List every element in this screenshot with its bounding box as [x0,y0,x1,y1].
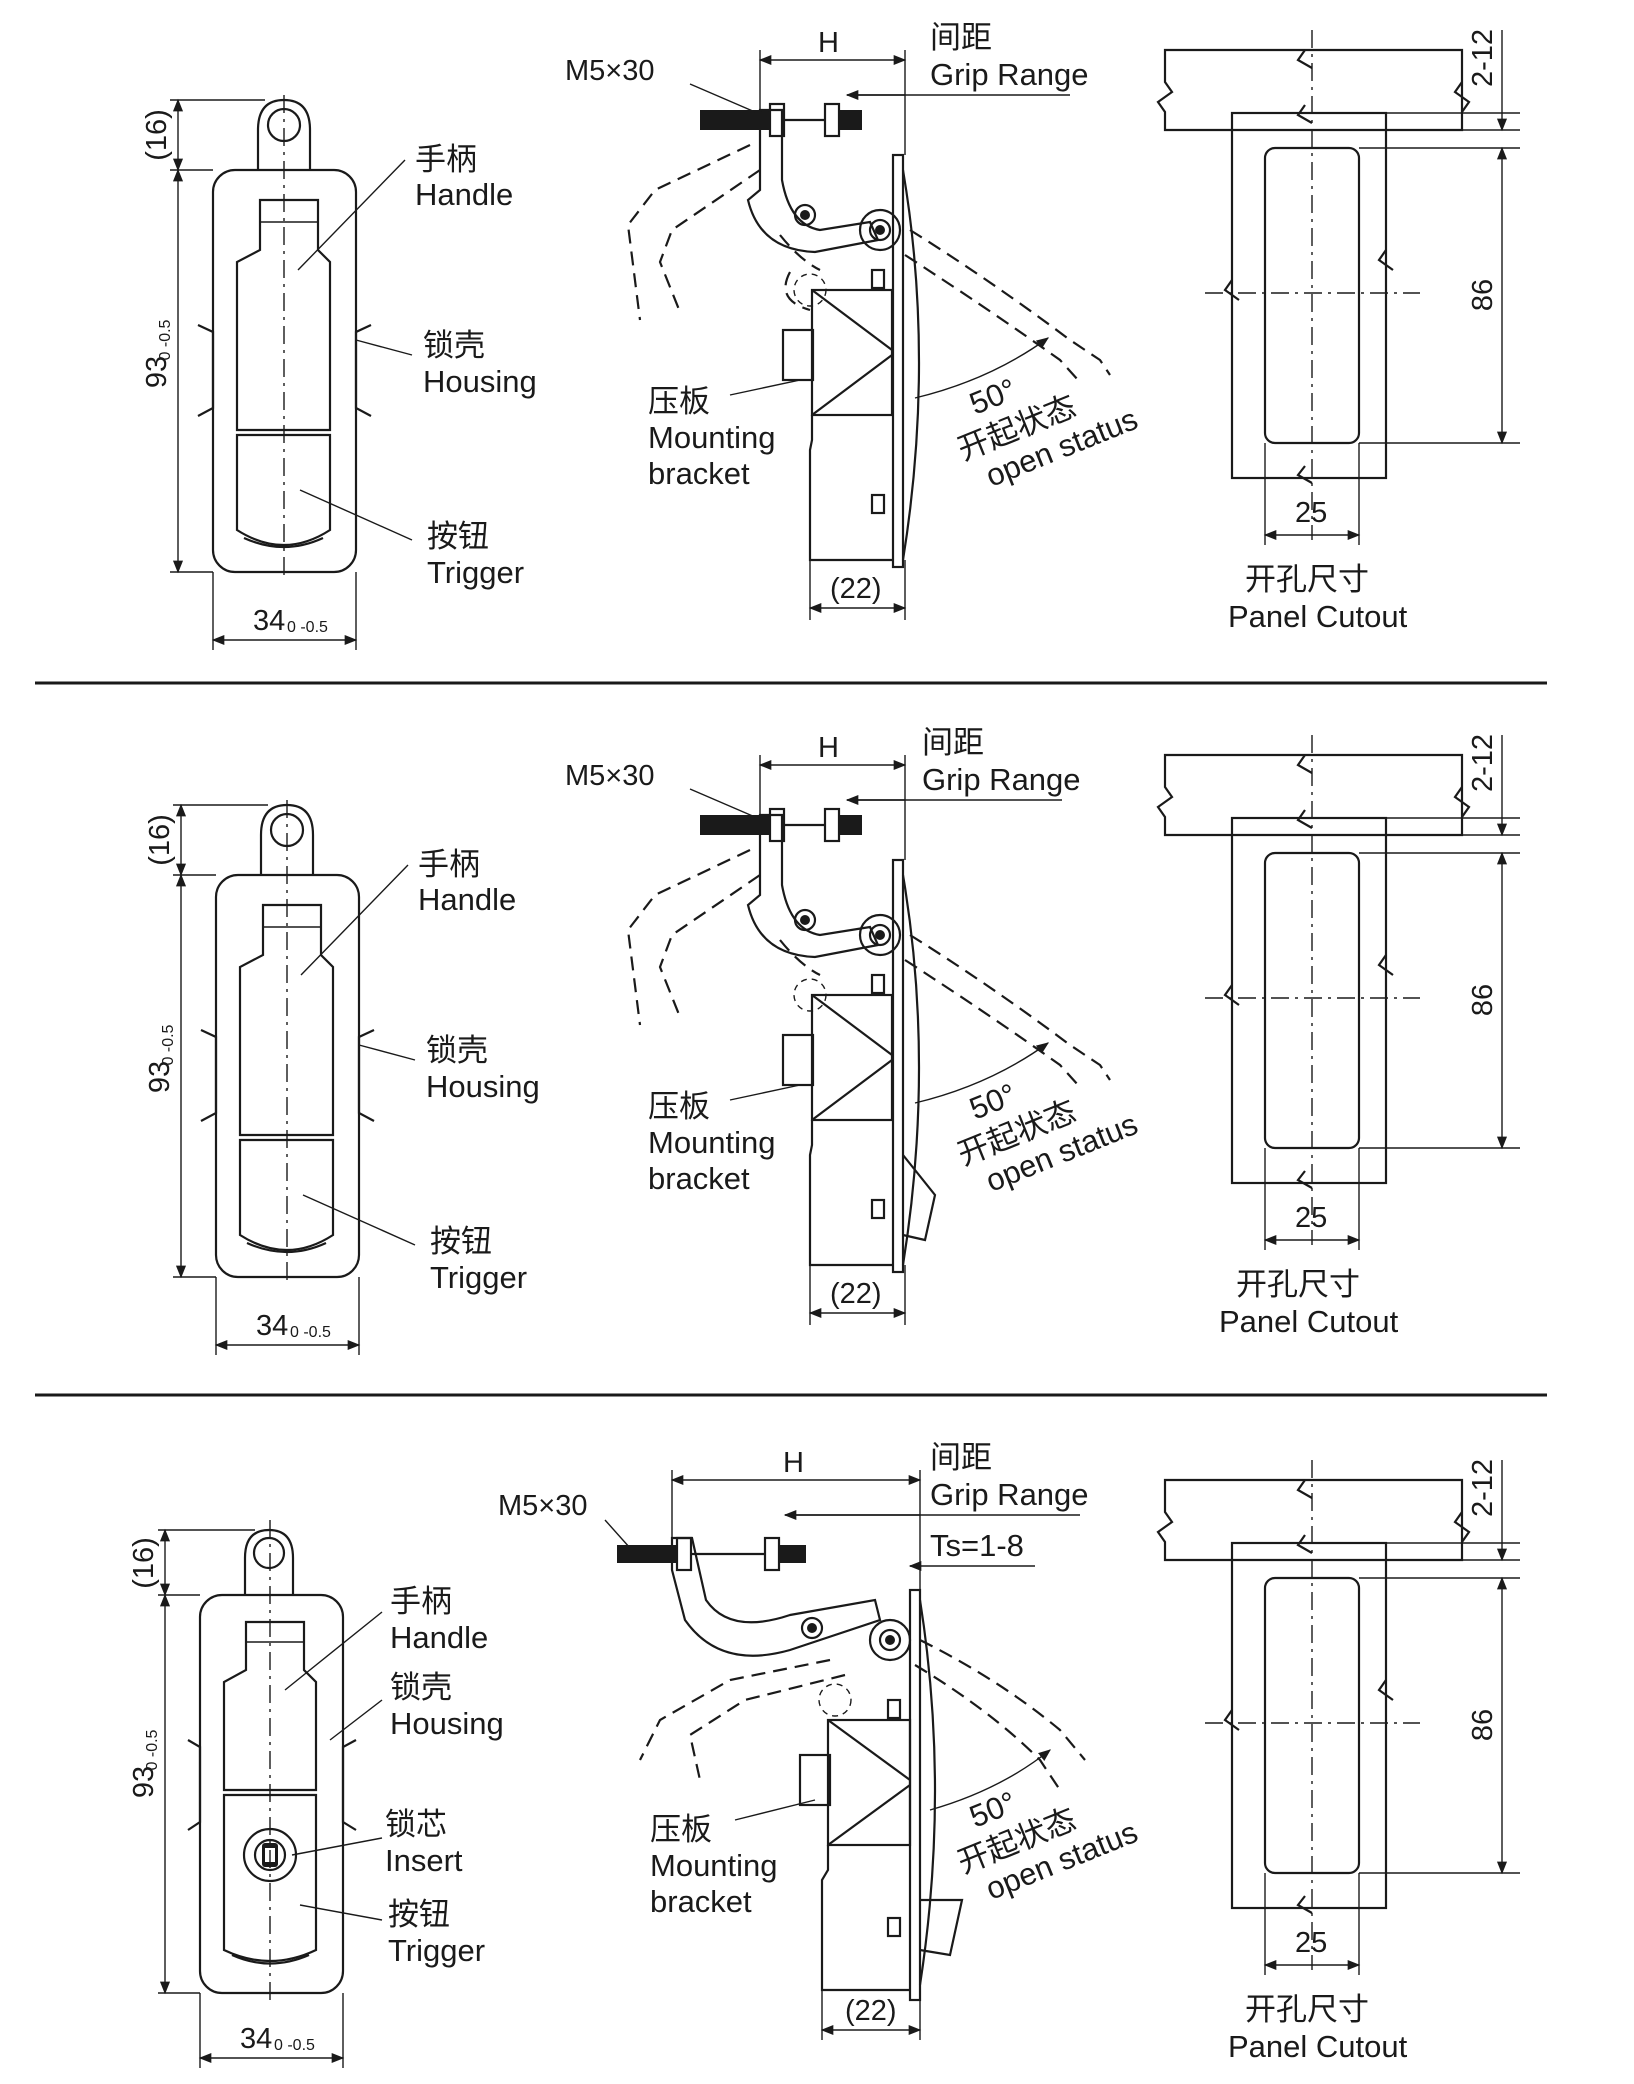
front-view: (16) 93 0 -0.5 34 0 -0.5 手柄 Handle 锁壳 Ho… [144,800,540,1355]
bracket-en-2: bracket [648,1161,750,1196]
dim-width: 34 [240,2023,272,2055]
label-housing-en: Housing [423,364,537,399]
label-insert-cn: 锁芯 [385,1807,447,1842]
dim-86: 86 [1467,1709,1499,1741]
label-handle-cn: 手柄 [418,847,480,882]
bracket-cn: 压板 [650,1812,712,1847]
dim-height-tol: 0 -0.5 [144,1729,161,1770]
grip-cn: 间距 [922,725,984,760]
screw-spec: M5×30 [565,55,654,87]
cutout-title-en: Panel Cutout [1228,599,1408,634]
screw-spec: M5×30 [565,760,654,792]
dim-2-12: 2-12 [1467,734,1499,792]
label-handle-cn: 手柄 [415,142,477,177]
cutout-title-cn: 开孔尺寸 [1245,1992,1369,2027]
dim-22: (22) [830,1278,882,1310]
dim-h: H [818,27,839,59]
bracket-en-2: bracket [650,1884,752,1919]
bracket-en-1: Mounting [648,1125,776,1160]
dim-22: (22) [845,1995,897,2027]
label-handle-en: Handle [390,1620,488,1655]
label-housing-cn: 锁壳 [426,1033,488,1068]
label-handle-cn: 手柄 [390,1584,452,1619]
bracket-cn: 压板 [648,1089,710,1124]
ts-range: Ts=1-8 [930,1528,1024,1563]
dim-width-tol: 0 -0.5 [274,2037,315,2054]
dim-25: 25 [1295,497,1327,529]
grip-en: Grip Range [930,57,1089,92]
label-handle-en: Handle [418,882,516,917]
dim-16: (16) [144,814,176,866]
label-housing-en: Housing [390,1706,504,1741]
cutout-title-en: Panel Cutout [1228,2029,1408,2064]
cutout-title-en: Panel Cutout [1219,1304,1399,1339]
dim-2-12: 2-12 [1467,1459,1499,1517]
bracket-en-1: Mounting [650,1848,778,1883]
row-2: (16) 93 0 -0.5 34 0 -0.5 手柄 Handle 锁壳 Ho… [144,725,1520,1355]
dim-86: 86 [1467,984,1499,1016]
dim-2-12: 2-12 [1467,29,1499,87]
label-trigger-en: Trigger [388,1933,485,1968]
dim-width-tol: 0 -0.5 [290,1324,331,1341]
grip-en: Grip Range [930,1477,1089,1512]
side-view: H 间距 Grip Range Ts=1-8 M5×30 压板 Mounting… [498,1440,1142,2040]
dim-25: 25 [1295,1927,1327,1959]
dim-height: 93 [128,1766,160,1798]
label-housing-cn: 锁壳 [390,1670,452,1705]
grip-en: Grip Range [922,762,1081,797]
label-trigger-cn: 按钮 [427,519,489,554]
label-insert-en: Insert [385,1843,463,1878]
dim-width-tol: 0 -0.5 [287,619,328,636]
label-housing-cn: 锁壳 [423,328,485,363]
dim-16: (16) [128,1537,160,1589]
dim-height-tol: 0 -0.5 [160,1024,177,1065]
cutout-title-cn: 开孔尺寸 [1245,562,1369,597]
label-trigger-cn: 按钮 [388,1897,450,1932]
bracket-en-1: Mounting [648,420,776,455]
label-trigger-en: Trigger [427,555,524,590]
dim-16: (16) [141,109,173,161]
row-1: (16) 93 0 -0.5 34 0 -0.5 手柄 Handle 锁壳 Ho… [141,20,1520,650]
row-3: (16) 93 0 -0.5 34 0 -0.5 手柄 Handle 锁壳 Ho… [128,1440,1520,2068]
dim-25: 25 [1295,1202,1327,1234]
grip-cn: 间距 [930,20,992,55]
label-handle-en: Handle [415,177,513,212]
dim-22: (22) [830,573,882,605]
dim-width: 34 [253,605,285,637]
label-trigger-cn: 按钮 [430,1224,492,1259]
panel-cutout: 2-12 86 25 开孔尺寸 Panel Cutout [1156,29,1520,634]
side-view: H 间距 Grip Range M5×30 压板 Mounting bracke… [565,725,1142,1325]
dim-width: 34 [256,1310,288,1342]
front-view: (16) 93 0 -0.5 34 0 -0.5 手柄 Handle 锁壳 Ho… [128,1520,504,2068]
side-view: H 间距 Grip Range M5×30 压板 Mounting bracke… [565,20,1142,620]
panel-cutout: 2-12 86 25 开孔尺寸 Panel Cutout [1156,1459,1520,2064]
dim-height: 93 [144,1061,176,1093]
dim-86: 86 [1467,279,1499,311]
screw-spec: M5×30 [498,1490,587,1522]
dim-height-tol: 0 -0.5 [157,319,174,360]
dim-h: H [818,732,839,764]
bracket-en-2: bracket [648,456,750,491]
dim-height: 93 [141,356,173,388]
bracket-cn: 压板 [648,384,710,419]
label-housing-en: Housing [426,1069,540,1104]
label-trigger-en: Trigger [430,1260,527,1295]
cutout-title-cn: 开孔尺寸 [1236,1267,1360,1302]
dim-h: H [783,1447,804,1479]
front-view: (16) 93 0 -0.5 34 0 -0.5 手柄 Handle 锁壳 Ho… [141,95,537,650]
grip-cn: 间距 [930,1440,992,1475]
panel-cutout: 2-12 86 25 开孔尺寸 Panel Cutout [1156,734,1520,1339]
